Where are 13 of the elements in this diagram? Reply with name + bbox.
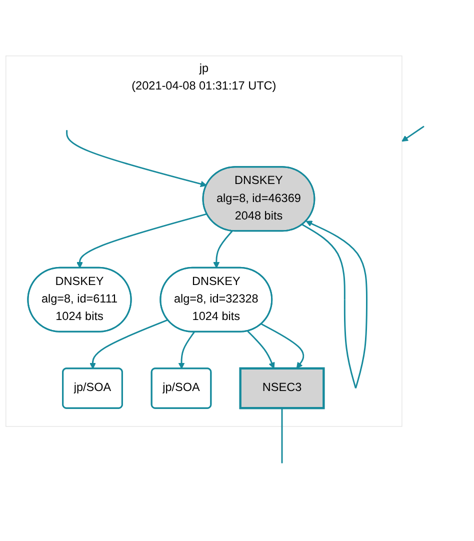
arrow (76, 213, 208, 268)
arrow (66, 130, 207, 187)
node-shape: DNSKEY alg=8, id=6111 1024 bits (27, 266, 132, 332)
arrow (213, 230, 233, 268)
arrow (178, 331, 195, 369)
arrow (306, 220, 368, 388)
arrow (90, 319, 168, 369)
arrow (402, 126, 424, 142)
arrow (261, 323, 304, 369)
node-shape: jp/SOA (62, 368, 123, 409)
node-shape: jp/SOA (150, 368, 212, 409)
arrow (247, 330, 275, 369)
node-shape: NSEC3 (239, 367, 325, 410)
